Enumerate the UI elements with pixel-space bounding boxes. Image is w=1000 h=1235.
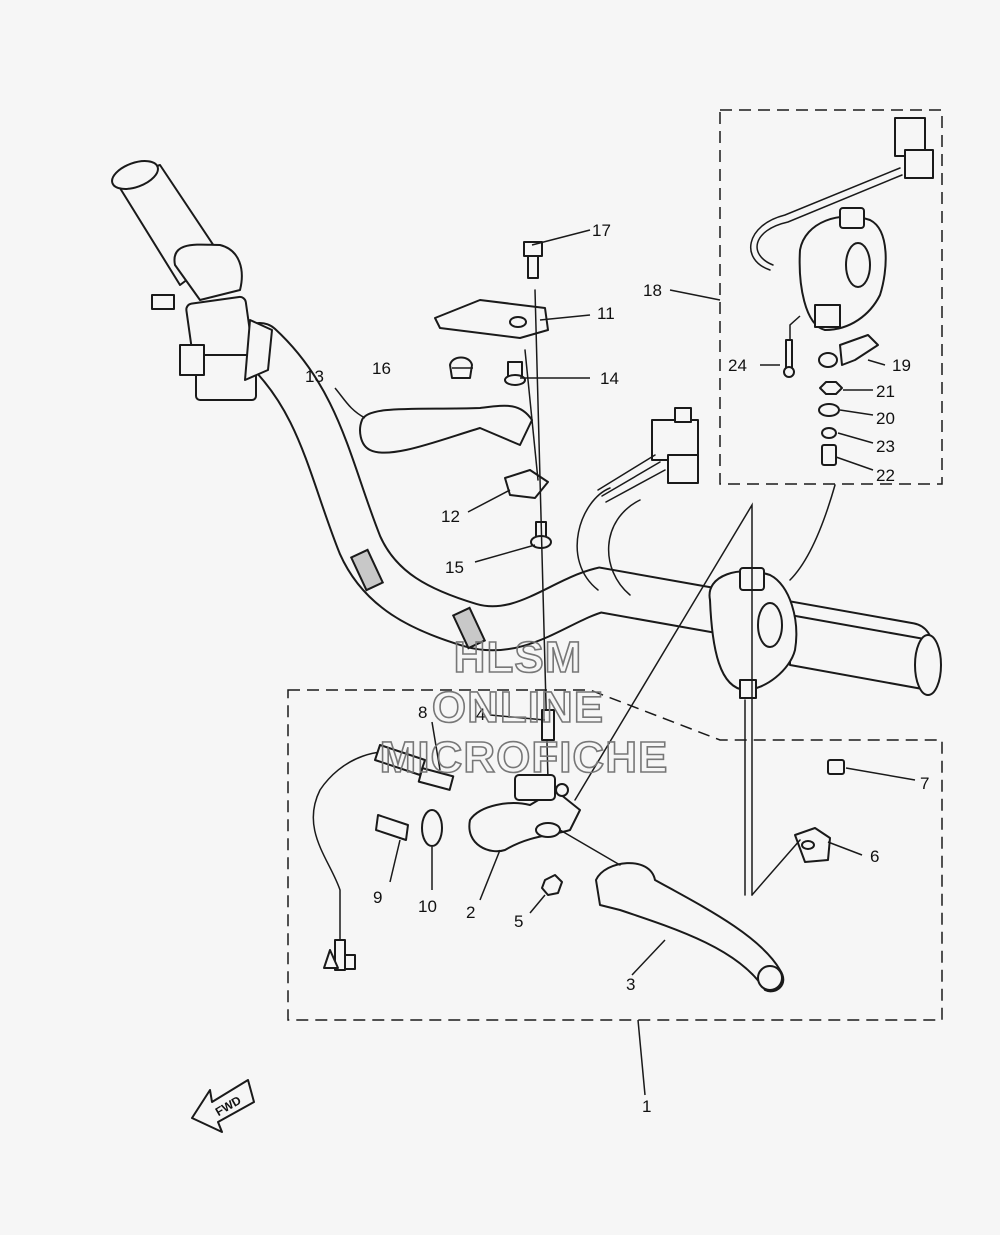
callout-labels: 1 2 3 4 5 6 7 8 9 10 11 12 13 14 15 16 1… — [305, 221, 929, 1116]
callout-3: 3 — [626, 975, 635, 994]
callout-13: 13 — [305, 367, 324, 386]
switch-assembly-box — [719, 109, 943, 485]
switch-small-parts — [783, 334, 879, 466]
callout-21: 21 — [876, 382, 895, 401]
watermark: HLSM ONLINE MICROFICHE — [379, 632, 669, 783]
watermark-line-3: MICROFICHE — [380, 733, 669, 782]
watermark-line-1: HLSM — [454, 633, 583, 682]
left-connector — [597, 407, 699, 503]
handlebar-switch — [750, 117, 934, 331]
callout-15: 15 — [445, 558, 464, 577]
locator-lines — [574, 502, 753, 896]
lever-assembly-parts — [312, 709, 845, 993]
callout-12: 12 — [441, 507, 460, 526]
callout-2: 2 — [466, 903, 475, 922]
callout-10: 10 — [418, 897, 437, 916]
callout-6: 6 — [870, 847, 879, 866]
callout-7: 7 — [920, 774, 929, 793]
callout-1: 1 — [642, 1097, 651, 1116]
clutch-lever-assembly-box — [287, 689, 943, 1021]
callout-16: 16 — [372, 359, 391, 378]
handlebar — [237, 322, 933, 668]
callout-24: 24 — [728, 356, 747, 375]
callout-23: 23 — [876, 437, 895, 456]
callout-4: 4 — [476, 705, 485, 724]
callout-11: 11 — [597, 304, 615, 323]
callout-8: 8 — [418, 703, 427, 722]
bar-clamp-bands — [349, 548, 487, 650]
leader-lines — [334, 229, 916, 1096]
callout-19: 19 — [892, 356, 911, 375]
callout-20: 20 — [876, 409, 895, 428]
callout-17: 17 — [592, 221, 611, 240]
callout-14: 14 — [600, 369, 619, 388]
callout-18: 18 — [643, 281, 662, 300]
forward-direction-indicator: FWD — [191, 1079, 255, 1133]
callout-5: 5 — [514, 912, 523, 931]
watermark-line-2: ONLINE — [432, 683, 604, 732]
right-grip — [708, 484, 942, 699]
forward-arrow-icon — [191, 1079, 255, 1133]
left-grip — [111, 160, 273, 401]
callout-22: 22 — [876, 466, 895, 485]
callout-9: 9 — [373, 888, 382, 907]
